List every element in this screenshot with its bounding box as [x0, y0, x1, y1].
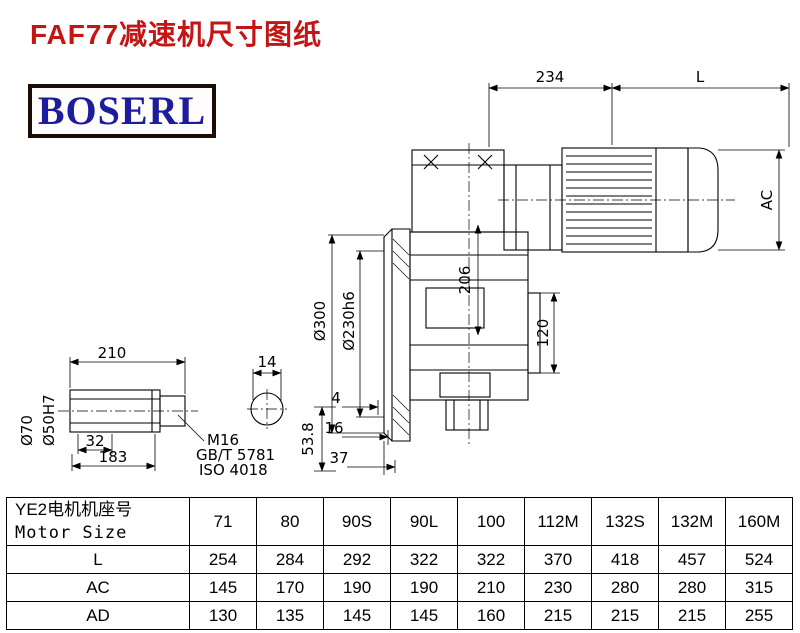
- dim-value-cell: 322: [390, 545, 458, 574]
- dim-value-cell: 190: [390, 573, 458, 602]
- dim-4-label: 4: [331, 389, 341, 407]
- technical-dimension-drawing: 234 L AC 206 Ø300 Ø230h6 120 210 14 Ø70 …: [18, 68, 790, 479]
- dim-value-cell: 315: [725, 573, 793, 602]
- dim-value-cell: 457: [658, 545, 726, 574]
- dim-32-label: 32: [85, 432, 104, 450]
- dim-value-cell: 280: [591, 573, 659, 602]
- motor-size-header-cell: YE2电机机座号 Motor Size: [6, 497, 190, 546]
- dim-row-label: AC: [6, 573, 190, 602]
- dim-value-cell: 230: [524, 573, 592, 602]
- thread-gb-label: GB/T 5781: [196, 446, 275, 464]
- dim-d230h6-label: Ø230h6: [340, 291, 358, 351]
- flange-hatching: [392, 238, 410, 436]
- shaft-section-circle: [250, 392, 284, 426]
- motor-size-header-en: Motor Size: [15, 522, 128, 543]
- dim-value-cell: 145: [189, 573, 257, 602]
- shaft-detail-view: [69, 389, 284, 433]
- dim-value-cell: 160: [457, 601, 525, 630]
- thread-m16-label: M16: [207, 431, 239, 449]
- dim-53-8-label: 53.8: [299, 422, 317, 455]
- dim-AC-label: AC: [758, 190, 776, 210]
- dim-d70-label: Ø70: [18, 415, 36, 446]
- center-lines: [58, 143, 735, 447]
- dim-210-label: 210: [98, 344, 127, 362]
- motor-size-header-row: YE2电机机座号 Motor Size 71 80 90S 90L 100 11…: [6, 497, 793, 546]
- dim-value-cell: 284: [256, 545, 324, 574]
- dim-234-label: 234: [536, 68, 565, 86]
- dim-value-cell: 255: [725, 601, 793, 630]
- dim-value-cell: 190: [323, 573, 391, 602]
- motor-size-cell: 90L: [390, 497, 458, 546]
- motor-size-cell: 132S: [591, 497, 659, 546]
- dim-value-cell: 215: [524, 601, 592, 630]
- dim-16-label: 16: [324, 419, 343, 437]
- dim-value-cell: 280: [658, 573, 726, 602]
- dim-206-label: 206: [456, 266, 474, 295]
- dim-row-AC: AC 145 170 190 190 210 230 280 280 315: [6, 573, 793, 602]
- dim-value-cell: 215: [658, 601, 726, 630]
- dim-value-cell: 170: [256, 573, 324, 602]
- dim-value-cell: 130: [189, 601, 257, 630]
- dim-d50H7-label: Ø50H7: [40, 394, 58, 446]
- motor-size-cell: 112M: [524, 497, 592, 546]
- dim-37-label: 37: [329, 449, 348, 467]
- dim-183-label: 183: [99, 448, 128, 466]
- dim-row-label: AD: [6, 601, 190, 630]
- dim-value-cell: 210: [457, 573, 525, 602]
- dim-value-cell: 135: [256, 601, 324, 630]
- dim-value-cell: 524: [725, 545, 793, 574]
- dim-row-L: L 254 284 292 322 322 370 418 457 524: [6, 545, 793, 574]
- dim-row-label: L: [6, 545, 190, 574]
- dim-120-label: 120: [534, 319, 552, 348]
- dim-value-cell: 370: [524, 545, 592, 574]
- dim-value-cell: 322: [457, 545, 525, 574]
- dim-value-cell: 292: [323, 545, 391, 574]
- motor-size-cell: 90S: [323, 497, 391, 546]
- dim-L-label: L: [696, 68, 705, 86]
- dim-14-label: 14: [257, 353, 276, 371]
- dim-value-cell: 254: [189, 545, 257, 574]
- motor-size-cell: 160M: [725, 497, 793, 546]
- dimension-labels: 234 L AC 206 Ø300 Ø230h6 120 210 14 Ø70 …: [18, 68, 776, 479]
- dim-d300-label: Ø300: [311, 301, 329, 341]
- boserl-logo: BOSERL: [28, 84, 216, 138]
- thread-iso-label: ISO 4018: [199, 461, 268, 479]
- dimension-lines: [69, 83, 790, 475]
- motor-size-header-cn: YE2电机机座号: [15, 500, 133, 520]
- motor-size-cell: 100: [457, 497, 525, 546]
- page-title: FAF77减速机尺寸图纸: [30, 19, 323, 50]
- dimension-table: YE2电机机座号 Motor Size 71 80 90S 90L 100 11…: [6, 497, 793, 630]
- dim-value-cell: 215: [591, 601, 659, 630]
- motor-size-cell: 80: [256, 497, 324, 546]
- dim-row-AD: AD 130 135 145 145 160 215 215 215 255: [6, 601, 793, 630]
- gearbox-assembly-outline: [383, 147, 719, 442]
- motor-size-cell: 71: [189, 497, 257, 546]
- dim-value-cell: 145: [390, 601, 458, 630]
- motor-size-cell: 132M: [658, 497, 726, 546]
- boserl-logo-text: BOSERL: [37, 88, 207, 133]
- dim-value-cell: 418: [591, 545, 659, 574]
- dim-value-cell: 145: [323, 601, 391, 630]
